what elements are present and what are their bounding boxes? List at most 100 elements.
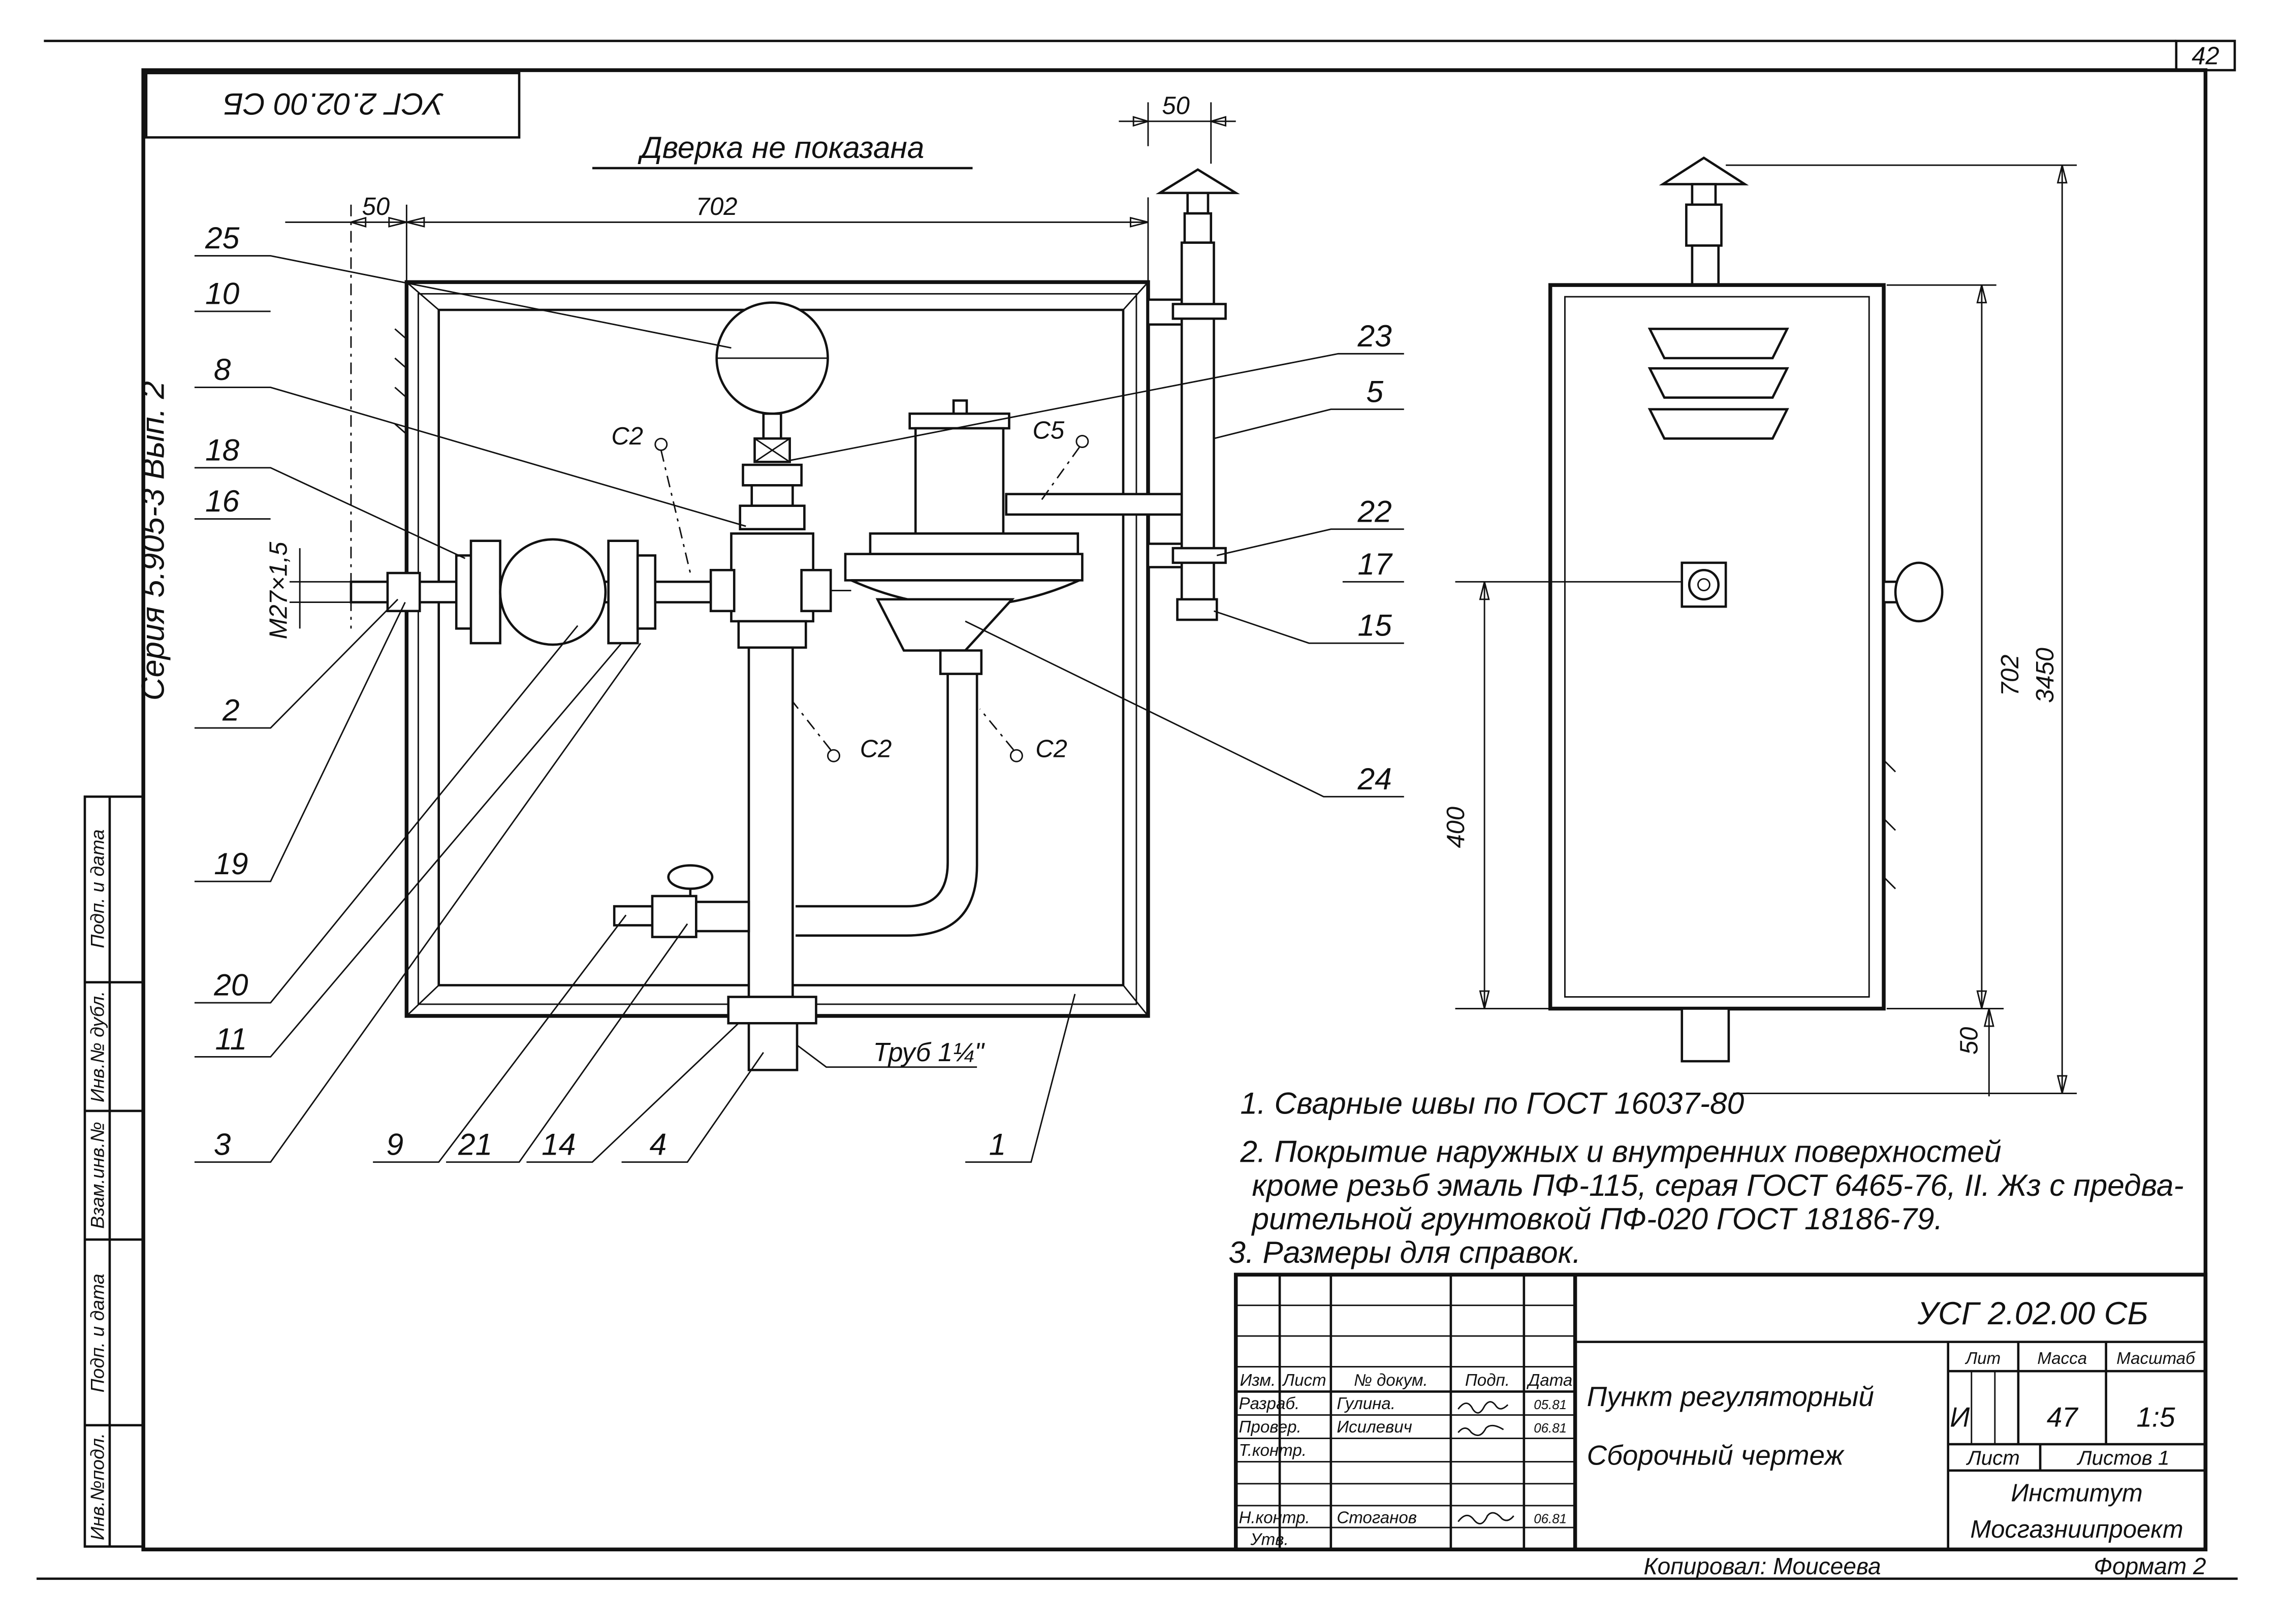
callout-20: 20 bbox=[213, 968, 248, 1002]
callout-3: 3 bbox=[214, 1127, 231, 1161]
tb-lit-label: Лит bbox=[1964, 1349, 2001, 1368]
side-strip-replace-inv: Взам.инв.№ bbox=[86, 1122, 108, 1229]
tb-sheet-label: Лист bbox=[1965, 1446, 2020, 1469]
note-2-line2: кроме резьб эмаль ПФ-115, серая ГОСТ 646… bbox=[1252, 1168, 2183, 1202]
tb-row-check-role: Провер. bbox=[1239, 1418, 1301, 1437]
tb-lit-value: И bbox=[1950, 1402, 1970, 1433]
tb-row-check-date: 06.81 bbox=[1534, 1421, 1567, 1436]
tb-title-line1: Пункт регуляторный bbox=[1587, 1381, 1874, 1412]
callout-24: 24 bbox=[1357, 761, 1392, 796]
tb-title-line2: Сборочный чертеж bbox=[1587, 1439, 1845, 1471]
signatures bbox=[1457, 1401, 1514, 1524]
page-number: 42 bbox=[2192, 43, 2219, 70]
tb-scale-value: 1:5 bbox=[2137, 1402, 2176, 1433]
tb-mass-value: 47 bbox=[2047, 1402, 2079, 1433]
callout-1: 1 bbox=[989, 1127, 1006, 1161]
dim-top-50: 50 bbox=[362, 193, 390, 220]
main-vertical-pipe bbox=[747, 646, 794, 998]
stamp-text: УСГ 2.02.00 СБ bbox=[224, 87, 444, 121]
callout-9: 9 bbox=[386, 1127, 403, 1161]
stamp-box: УСГ 2.02.00 СБ bbox=[145, 72, 521, 139]
tb-org-line1: Институт bbox=[2011, 1479, 2142, 1507]
callout-8: 8 bbox=[214, 352, 231, 387]
tee-fitting bbox=[709, 532, 832, 649]
callout-2: 2 bbox=[222, 693, 240, 727]
title-block bbox=[1233, 1272, 2208, 1551]
side-strip-dup-inv: Инв.№ дубл. bbox=[86, 991, 108, 1103]
callout-10: 10 bbox=[205, 276, 240, 311]
drain-valve bbox=[613, 864, 750, 938]
weld-mark-c5: С5 bbox=[1033, 417, 1065, 444]
note-3: 3. Размеры для справок. bbox=[1228, 1235, 1581, 1269]
front-dimensions bbox=[285, 102, 1236, 629]
cabinet-side-view bbox=[1548, 156, 1944, 1063]
tb-row-ncontr-date: 06.81 bbox=[1534, 1512, 1567, 1526]
tb-scale-label: Масштаб bbox=[2116, 1349, 2196, 1368]
callout-4: 4 bbox=[650, 1127, 667, 1161]
weld-mark-c2-top: С2 bbox=[611, 423, 643, 450]
callout-21: 21 bbox=[458, 1127, 492, 1161]
callout-19: 19 bbox=[214, 846, 248, 881]
side-strip: Подп. и дата Инв.№ дубл. Взам.инв.№ Подп… bbox=[83, 795, 145, 1548]
tb-mass-label: Масса bbox=[2037, 1349, 2087, 1368]
tb-doc-number: УСГ 2.02.00 СБ bbox=[1917, 1296, 2148, 1331]
callout-leaders bbox=[194, 255, 1404, 1163]
pressure-gauge bbox=[715, 301, 829, 530]
weld-mark-leaders bbox=[654, 435, 1089, 762]
tb-hdr-date: Дата bbox=[1526, 1371, 1572, 1390]
dim-side-3450: 3450 bbox=[2032, 648, 2059, 703]
tb-hdr-doc: № докум. bbox=[1354, 1371, 1428, 1390]
tb-hdr-sign: Подп. bbox=[1465, 1371, 1510, 1390]
dim-side-400: 400 bbox=[1442, 807, 1470, 848]
dim-side-50: 50 bbox=[1955, 1027, 1983, 1055]
callout-11: 11 bbox=[215, 1022, 247, 1056]
side-strip-orig-inv: Инв.№подл. bbox=[86, 1433, 108, 1540]
weld-mark-c2-mid: С2 bbox=[860, 736, 892, 763]
pipe-label: Труб 1¼" bbox=[873, 1037, 986, 1067]
gas-regulator bbox=[844, 399, 1084, 675]
footer-format: Формат 2 bbox=[2094, 1553, 2206, 1579]
dim-thread: М27×1,5 bbox=[265, 542, 292, 639]
dim-top-702: 702 bbox=[696, 193, 738, 220]
tb-row-dev-role: Разраб. bbox=[1239, 1394, 1299, 1413]
callout-23: 23 bbox=[1357, 319, 1392, 353]
tb-sheets-label: Листов 1 bbox=[2076, 1446, 2169, 1469]
callout-25: 25 bbox=[205, 220, 240, 255]
side-dimensions bbox=[1455, 164, 2077, 1097]
callout-15: 15 bbox=[1358, 608, 1392, 643]
relief-pipe bbox=[1005, 493, 1183, 516]
tb-hdr-izm: Изм. bbox=[1240, 1371, 1276, 1390]
door-note: Дверка не показана bbox=[638, 130, 924, 165]
callout-18: 18 bbox=[205, 432, 240, 467]
tb-hdr-list: Лист bbox=[1282, 1371, 1326, 1390]
technical-notes: 1. Сварные швы по ГОСТ 16037-80 2. Покры… bbox=[1228, 1086, 2183, 1269]
tb-row-dev-name: Гулина. bbox=[1337, 1394, 1396, 1413]
tb-row-ncontr-role: Н.контр. bbox=[1239, 1508, 1310, 1527]
dim-side-702: 702 bbox=[1996, 655, 2024, 696]
note-2-line3: рительной грунтовкой ПФ-020 ГОСТ 18186-7… bbox=[1251, 1201, 1943, 1236]
callout-5: 5 bbox=[1366, 374, 1383, 408]
tb-row-ncontr-name: Стоганов bbox=[1337, 1508, 1417, 1527]
side-strip-sign-date-2: Подп. и дата bbox=[86, 1273, 108, 1392]
tb-row-approve-role: Утв. bbox=[1250, 1531, 1288, 1549]
tb-row-dev-date: 05.81 bbox=[1534, 1398, 1567, 1412]
callout-14: 14 bbox=[542, 1127, 576, 1161]
dim-right-50: 50 bbox=[1162, 92, 1189, 119]
side-strip-sign-date-1: Подп. и дата bbox=[86, 830, 108, 948]
callout-16: 16 bbox=[205, 484, 240, 518]
note-1: 1. Сварные швы по ГОСТ 16037-80 bbox=[1240, 1086, 1744, 1121]
outlet-bent-pipe bbox=[796, 674, 978, 937]
weld-mark-c2-right: С2 bbox=[1035, 736, 1067, 763]
tb-row-check-name: Исилевич bbox=[1337, 1418, 1412, 1437]
footer-copied: Копировал: Моисеева bbox=[1644, 1553, 1881, 1579]
inlet-pipe-and-filter bbox=[350, 204, 712, 646]
bottom-flange bbox=[727, 996, 817, 1071]
series-label: Серия 5.905-3 Вып. 2 bbox=[135, 381, 171, 700]
tb-org-line2: Мосгазниипроект bbox=[1970, 1516, 2183, 1543]
callout-17: 17 bbox=[1358, 547, 1393, 581]
tb-row-tcontr-role: Т.контр. bbox=[1239, 1441, 1306, 1460]
note-2-line1: 2. Покрытие наружных и внутренних поверх… bbox=[1240, 1134, 2001, 1169]
vent-pipe bbox=[1147, 168, 1240, 621]
callout-22: 22 bbox=[1357, 494, 1392, 528]
